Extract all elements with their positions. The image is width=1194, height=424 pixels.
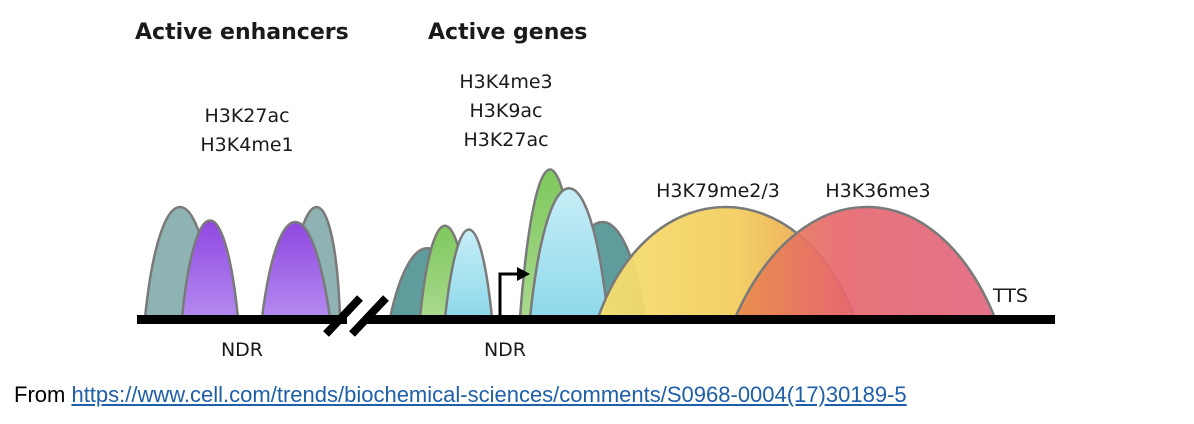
enhancers-heading: Active enhancers: [135, 20, 349, 45]
gene-mark-label: H3K27ac: [463, 129, 548, 151]
tss-arrow-icon: [498, 272, 520, 318]
ndr-label-left: NDR: [221, 339, 263, 361]
promoter-peak: [528, 187, 610, 320]
gene-mark-label: H3K4me3: [459, 71, 552, 93]
source-prefix: From: [14, 382, 72, 407]
h3k36-peak: [733, 205, 997, 320]
ndr-label-right: NDR: [484, 339, 526, 361]
promoter-peak: [443, 228, 494, 320]
enhancer-mark-label: H3K27ac: [204, 105, 289, 127]
gene-body-mark-label-k36: H3K36me3: [825, 180, 930, 202]
source-link[interactable]: https://www.cell.com/trends/biochemical-…: [71, 382, 907, 407]
source-citation: From https://www.cell.com/trends/biochem…: [14, 382, 907, 408]
break-mark: [323, 295, 363, 337]
gene-body-mark-label-k79: H3K79me2/3: [656, 180, 780, 202]
tts-label: TTS: [992, 285, 1028, 307]
tss-arrow-head: [517, 267, 530, 281]
dna-line-left: [137, 315, 347, 324]
enhancer-mark-label: H3K4me1: [200, 134, 293, 156]
enhancer-peak: [180, 219, 240, 320]
gene-mark-label: H3K9ac: [469, 100, 542, 122]
dna-line-right: [365, 315, 1055, 324]
enhancer-peak: [260, 220, 332, 320]
break-mark: [349, 295, 389, 337]
genes-heading: Active genes: [428, 20, 587, 45]
